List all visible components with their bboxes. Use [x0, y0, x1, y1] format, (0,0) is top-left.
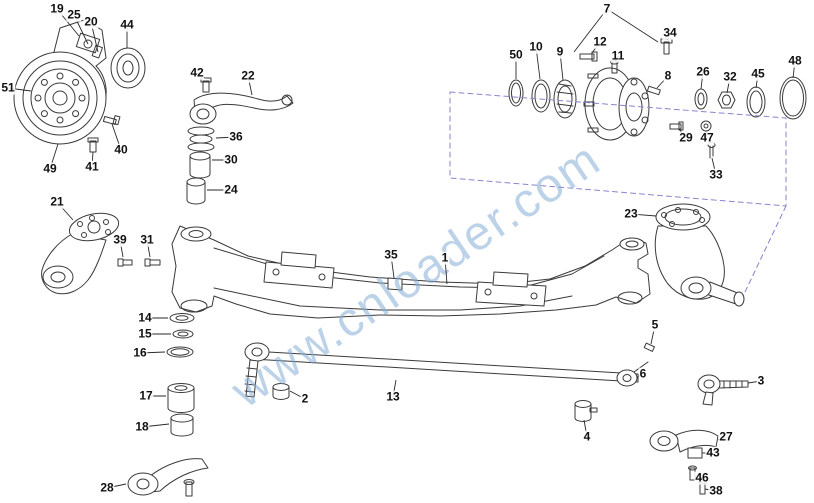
bushing-30 [189, 151, 211, 179]
leader-line-49 [49, 143, 59, 170]
leader-line-27 [717, 436, 727, 441]
leader-line-40 [111, 123, 122, 151]
leader-line-22 [247, 75, 253, 96]
leader-line-31 [146, 239, 151, 258]
leader-line-13 [392, 379, 397, 398]
bolt-12 [579, 51, 598, 62]
bolt-39 [117, 258, 133, 267]
assembly-boundary [449, 91, 787, 295]
bolt-41 [87, 137, 99, 153]
leader-line-8 [656, 75, 669, 89]
leader-line-45 [755, 73, 759, 89]
hub-cap-44 [110, 47, 146, 89]
leader-line-33 [711, 157, 717, 176]
bushing-17 [167, 383, 195, 413]
bolt-29 [669, 121, 684, 131]
bearing-9 [553, 79, 577, 119]
leader-line-38 [704, 488, 717, 492]
bolt-46 [688, 465, 697, 481]
steering-knuckle-left [41, 212, 120, 295]
bolt-40 [102, 115, 121, 126]
bushing-18 [170, 413, 194, 437]
leader-line-2 [289, 390, 306, 400]
washer-14 [169, 313, 195, 323]
hub-body [583, 67, 650, 141]
tie-rod-end-inner [616, 361, 649, 387]
bracket-35 [387, 277, 403, 291]
bolt-34 [660, 38, 673, 55]
tie-rod-assembly [244, 342, 655, 422]
bolt-38 [698, 479, 707, 495]
washer-47 [700, 120, 712, 132]
leader-line-36 [215, 136, 237, 139]
washer-stack-36 [187, 126, 215, 152]
cap-45 [746, 86, 766, 118]
bushing-24 [186, 177, 206, 205]
wheel-hub-assembly [508, 38, 807, 159]
leader-line-7 [573, 8, 608, 53]
bolt-31 [144, 258, 161, 267]
washer-15 [172, 329, 194, 339]
snap-ring-16 [166, 346, 194, 358]
washer-26 [694, 88, 708, 110]
stud-8 [646, 85, 661, 96]
leader-line-26 [700, 71, 704, 90]
leader-line-4 [583, 419, 588, 438]
leader-line-28 [106, 483, 127, 489]
tie-rod-end-outer [697, 374, 749, 406]
leader-line-47 [705, 130, 708, 139]
steering-knuckle-right [654, 203, 745, 307]
leader-line-12 [591, 41, 601, 54]
o-ring-48 [779, 76, 807, 120]
cotter-pin-33 [707, 142, 716, 159]
seal-ring-50 [508, 79, 524, 107]
seal-ring-10 [531, 79, 551, 113]
tie-rod-clamp-right [574, 400, 598, 422]
leader-line-32 [726, 76, 731, 94]
leader-line-21 [56, 201, 74, 221]
steering-arm-upper [189, 77, 294, 125]
leader-line-41 [91, 151, 94, 168]
castle-nut-32 [717, 91, 736, 109]
leader-line-18 [141, 423, 170, 428]
leader-line-9 [559, 51, 564, 81]
steering-arm-lower-left [127, 458, 209, 497]
leader-line-3 [747, 380, 762, 384]
leader-line-7 [606, 8, 659, 43]
tie-rod-clamp-left [272, 383, 290, 400]
leader-line-23 [630, 213, 657, 217]
leader-line-46 [694, 476, 703, 479]
leader-line-48 [792, 60, 796, 79]
axle-beam [171, 225, 651, 319]
leader-line-16 [139, 351, 166, 354]
leader-line-42 [196, 72, 206, 79]
leader-line-5 [650, 324, 656, 345]
bolt-5 [643, 342, 655, 352]
brake-drum-assembly [13, 19, 107, 145]
steering-arm-lower-right [649, 429, 719, 495]
leader-line-10 [535, 46, 541, 80]
leader-line-39 [119, 239, 124, 258]
block-43 [687, 447, 703, 459]
